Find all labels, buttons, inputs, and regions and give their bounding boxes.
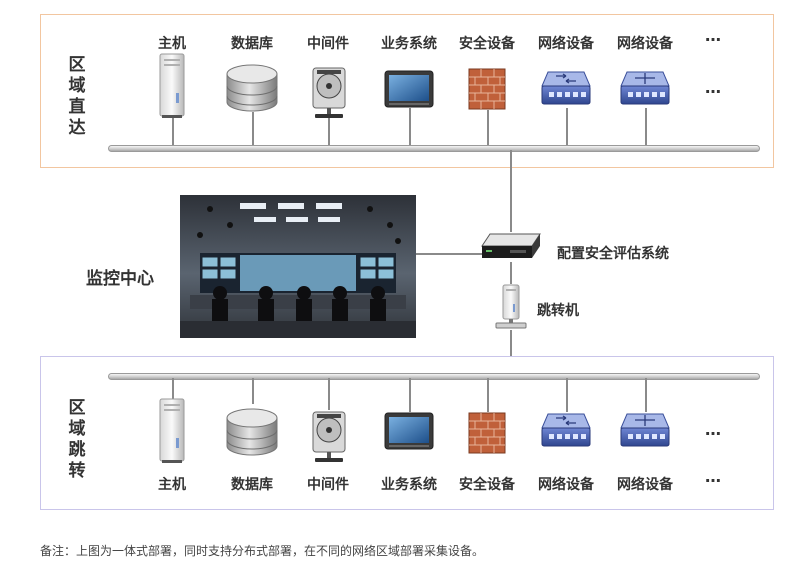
config-assessment-system-label: 配置安全评估系统: [557, 246, 669, 262]
server-icon: [159, 53, 185, 118]
ellipsis-top-device: …: [705, 78, 722, 97]
firewall-icon: [468, 412, 506, 454]
connector-photo: [416, 253, 482, 255]
connector: [566, 108, 568, 148]
monitor-icon: [384, 70, 434, 108]
monitoring-center-label: 监控中心: [86, 269, 154, 289]
connector: [409, 378, 411, 412]
ellipsis-bottom-device: …: [705, 420, 722, 439]
device-label-business-system: 业务系统: [381, 36, 437, 52]
device-label-database: 数据库: [231, 477, 273, 493]
device-label-network-device-2: 网络设备: [617, 36, 673, 52]
jump-host-label: 跳转机: [537, 303, 579, 319]
monitor-icon: [384, 412, 434, 450]
connector-center-mid: [510, 262, 512, 284]
middleware-icon: [312, 411, 346, 462]
connector: [409, 108, 411, 148]
device-label-network-device: 网络设备: [538, 36, 594, 52]
network-bus-bottom: [108, 373, 760, 380]
appliance-icon: [481, 233, 541, 258]
database-icon: [226, 408, 278, 456]
connector: [252, 112, 254, 148]
zone-jump-title: 区域跳转: [68, 398, 86, 481]
zone-direct-title: 区域直达: [68, 55, 86, 138]
device-label-middleware: 中间件: [307, 36, 349, 52]
device-label-security-device: 安全设备: [459, 477, 515, 493]
connector: [645, 108, 647, 148]
switch-icon: [541, 71, 591, 105]
device-label-host: 主机: [158, 36, 186, 52]
connector: [645, 378, 647, 412]
connector: [252, 378, 254, 404]
connector: [172, 118, 174, 148]
device-label-security-device: 安全设备: [459, 36, 515, 52]
jump-server-icon: [495, 284, 527, 329]
connector: [172, 378, 174, 400]
connector-center-top: [510, 150, 512, 232]
switch-icon: [620, 413, 670, 447]
device-label-middleware: 中间件: [307, 477, 349, 493]
device-label-host: 主机: [158, 477, 186, 493]
firewall-icon: [468, 68, 506, 110]
deployment-note: 备注：上图为一体式部署，同时支持分布式部署，在不同的网络区域部署采集设备。: [40, 544, 485, 558]
connector: [566, 378, 568, 412]
control-room-photo: [180, 195, 416, 338]
middleware-icon: [312, 67, 346, 118]
device-label-network-device-2: 网络设备: [617, 477, 673, 493]
network-bus-top: [108, 145, 760, 152]
ellipsis-top-label: …: [705, 26, 722, 45]
connector-center-bottom: [510, 330, 512, 378]
database-icon: [226, 64, 278, 112]
connector: [328, 118, 330, 148]
connector: [328, 378, 330, 410]
switch-icon: [541, 413, 591, 447]
connector: [487, 110, 489, 148]
connector: [487, 378, 489, 412]
ellipsis-bottom-label: …: [705, 467, 722, 486]
server-icon: [159, 398, 185, 463]
device-label-business-system: 业务系统: [381, 477, 437, 493]
device-label-network-device: 网络设备: [538, 477, 594, 493]
switch-icon: [620, 71, 670, 105]
device-label-database: 数据库: [231, 36, 273, 52]
